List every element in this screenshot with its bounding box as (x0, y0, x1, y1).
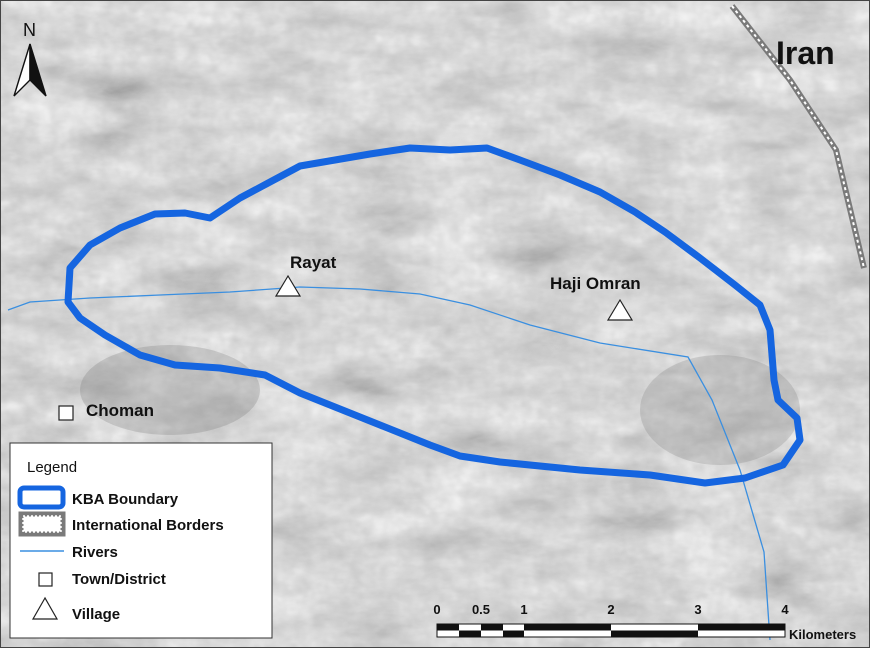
legend-item-river: Rivers (72, 544, 118, 561)
scale-tick-3: 3 (694, 602, 701, 617)
scale-tick-2: 2 (607, 602, 614, 617)
legend-town-symbol (38, 572, 53, 587)
terrain-valley-shade (640, 355, 800, 465)
scale-tick-0: 0 (433, 602, 440, 617)
legend-title: Legend (27, 459, 77, 476)
legend-panel: Legend KBA Boundary International Border… (9, 442, 273, 639)
legend-border-inner (22, 515, 62, 533)
legend-item-kba: KBA Boundary (72, 491, 179, 508)
legend-box (9, 442, 273, 639)
scale-segment (459, 630, 481, 637)
scale-segment (698, 624, 785, 631)
village-marker-haji-omran[interactable] (606, 298, 634, 321)
scale-segment (481, 624, 503, 631)
scale-segment (524, 624, 611, 631)
scale-tick-1: 1 (520, 602, 527, 617)
north-arrow-icon: N (13, 20, 47, 97)
scale-segment (437, 624, 459, 631)
scale-bar: 0 0.5 1 2 3 4 Kilometers (433, 602, 856, 642)
terrain-valley-shade (80, 345, 260, 435)
legend-item-village: Village (72, 606, 120, 623)
scale-unit: Kilometers (789, 627, 856, 642)
scale-segment (611, 630, 698, 637)
kba-boundary[interactable] (64, 144, 804, 487)
scale-segment (503, 630, 524, 637)
scale-tick-0-5: 0.5 (472, 602, 490, 617)
legend-item-border: International Borders (72, 517, 224, 534)
river (7, 286, 771, 641)
legend-kba-symbol (17, 485, 66, 510)
north-label: N (23, 20, 36, 40)
legend-item-town: Town/District (72, 571, 166, 588)
international-border (729, 4, 867, 269)
place-label-rayat: Rayat (290, 253, 337, 272)
country-label: Iran (776, 35, 835, 71)
north-arrow-right (29, 43, 47, 97)
legend-border-symbol (18, 511, 66, 537)
village-marker-rayat[interactable] (274, 274, 302, 297)
legend-village-symbol (31, 596, 59, 620)
town-marker-choman[interactable] (58, 405, 74, 421)
scale-tick-4: 4 (781, 602, 789, 617)
place-label-choman: Choman (86, 401, 154, 420)
place-label-haji-omran: Haji Omran (550, 274, 641, 293)
